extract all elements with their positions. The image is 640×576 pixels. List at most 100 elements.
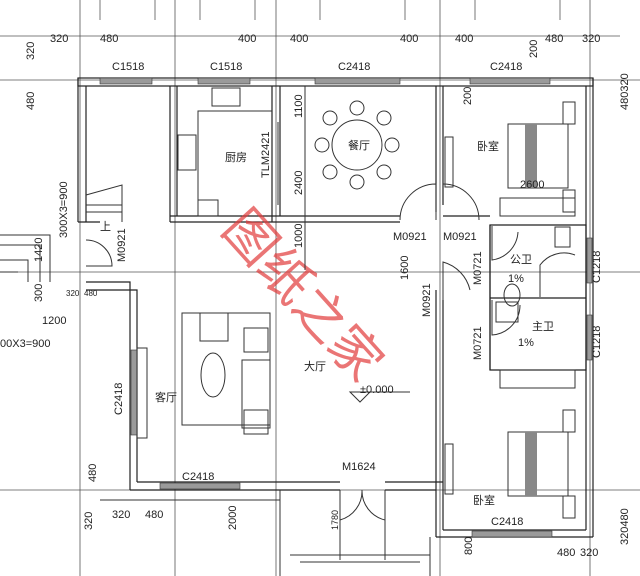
dim-top: 400 <box>290 33 308 45</box>
window-bottom-right <box>471 530 553 538</box>
label-door-stair: M0921 <box>116 228 128 262</box>
toilet <box>503 283 521 307</box>
bath-sink <box>554 226 571 248</box>
room-bedroom-top: 卧室 <box>477 139 499 153</box>
window-left <box>130 349 138 436</box>
door-swings <box>85 183 521 560</box>
dim-bottom-right: 320 <box>580 547 598 559</box>
windows <box>99 77 593 538</box>
window-bath-1 <box>586 237 593 284</box>
label-door-bedroom-top: M0921 <box>443 231 477 243</box>
room-master-bath: 主卫 <box>532 320 554 333</box>
dim-top: 480 <box>100 33 118 45</box>
label-door-master-bath: M0721 <box>472 326 484 360</box>
tv-cabinet-bottom <box>444 443 454 495</box>
kitchen-sink <box>211 87 241 107</box>
tv-cabinet-top <box>444 136 454 188</box>
label-window-left: C2418 <box>113 383 125 415</box>
opening-labels: C1518 C1518 C2418 C2418 C2418 C2418 C241… <box>112 61 603 528</box>
room-kitchen: 厨房 <box>225 151 247 164</box>
dim-stair: 1200 <box>42 315 66 327</box>
dim-hall: 1600 <box>399 256 411 280</box>
dim-right: 200 <box>462 87 474 105</box>
dim-bottom-left: 320 <box>83 512 95 530</box>
dimension-labels: 320 480 400 400 400 400 480 320 320 480 … <box>0 33 631 559</box>
dim-right: 200 <box>528 40 540 58</box>
coffee-table <box>200 352 226 398</box>
dim-porch: 1780 <box>330 510 340 530</box>
dim-top: 400 <box>455 33 473 45</box>
dim-bottom-left: 320 <box>112 509 130 521</box>
dim-bottom-right: 800 <box>463 537 475 555</box>
room-public-bath: 公卫 <box>510 253 532 266</box>
label-window-bottom-right: C2418 <box>491 516 523 528</box>
dim-left: 320 <box>25 42 37 60</box>
dim-left: 480 <box>25 92 37 110</box>
dim-right: 480320 <box>619 73 631 110</box>
window-top-3 <box>314 77 401 85</box>
label-window-bath-1: C1218 <box>591 251 603 283</box>
dining-table <box>331 119 383 171</box>
dim-porch: 2000 <box>227 506 239 530</box>
room-hall: 大厅 <box>304 359 326 373</box>
dim-top: 480 <box>545 33 563 45</box>
tv-stand <box>136 347 148 439</box>
label-door-public-bath: M0721 <box>472 251 484 285</box>
stair <box>0 184 123 282</box>
label-window-top-1: C1518 <box>112 61 144 73</box>
stove <box>177 134 197 171</box>
dim-bottom-left: 480 <box>145 509 163 521</box>
dim-dining: 1100 <box>293 94 305 118</box>
level-mark: ±0.000 <box>360 384 394 396</box>
bed-top <box>507 123 569 189</box>
room-labels: 厨房 餐厅 卧室 公卫 主卫 客厅 大厅 卧室 1% 1% 上 ±0.000 <box>100 138 554 507</box>
room-bedroom-bottom: 卧室 <box>473 493 495 507</box>
dim-bottom-left: 480 <box>87 464 99 482</box>
room-living: 客厅 <box>155 390 177 404</box>
dim-stair: 320 <box>66 289 80 298</box>
label-window-top-2: C1518 <box>210 61 242 73</box>
dim-bottom-right: 480 <box>557 547 575 559</box>
wardrobe-top <box>499 197 576 217</box>
dim-dining: 2400 <box>293 171 305 195</box>
label-window-bath-2: C1218 <box>591 326 603 358</box>
rug <box>181 312 271 426</box>
room-dining: 餐厅 <box>348 138 370 152</box>
label-window-top-4: C2418 <box>490 61 522 73</box>
shower <box>539 252 576 297</box>
window-top-4 <box>469 77 551 85</box>
label-window-bottom-left: C2418 <box>182 471 214 483</box>
window-bath-2 <box>586 314 593 361</box>
sofa <box>241 359 271 429</box>
furniture <box>136 87 576 519</box>
wardrobe-bottom <box>499 369 576 389</box>
dim-stair: 300 <box>33 284 45 302</box>
stair-up-label: 上 <box>100 220 111 233</box>
dim-top: 320 <box>582 33 600 45</box>
label-door-bedroom-bottom: M0921 <box>421 283 433 317</box>
dim-top: 320 <box>50 33 68 45</box>
dim-top: 400 <box>400 33 418 45</box>
slope-1: 1% <box>508 273 524 285</box>
master-sink <box>495 301 519 323</box>
dining-chairs <box>314 100 400 190</box>
armchair <box>199 312 229 342</box>
dim-top: 400 <box>238 33 256 45</box>
dim-stair: 00X3=900 <box>0 338 50 350</box>
label-window-top-3: C2418 <box>338 61 370 73</box>
dim-stair: 300X3=900 <box>58 181 70 238</box>
dim-wardrobe: 2600 <box>520 179 544 191</box>
window-bottom-left <box>159 482 241 490</box>
bed-bottom <box>507 431 569 497</box>
dim-stair: 1420 <box>33 238 45 262</box>
dim-stair: 480 <box>84 289 98 298</box>
dim-bottom-right: 320480 <box>619 508 631 545</box>
slope-2: 1% <box>518 337 534 349</box>
window-top-1 <box>99 77 153 85</box>
label-door-dining: M0921 <box>393 231 427 243</box>
label-door-kitchen: TLM2421 <box>260 132 272 178</box>
dim-dining: 1000 <box>293 224 305 248</box>
label-door-main: M1624 <box>342 461 376 473</box>
